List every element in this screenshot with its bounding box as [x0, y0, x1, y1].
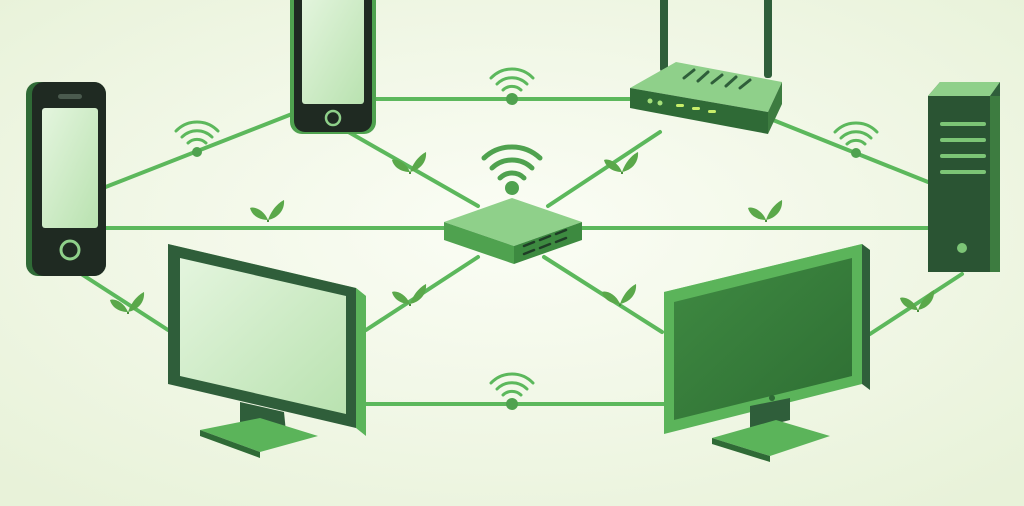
monitor-left-screen — [180, 258, 346, 414]
monitor-right — [664, 244, 870, 462]
router-top — [630, 62, 782, 112]
router-antenna-right — [764, 0, 772, 78]
monitor-right-side — [862, 244, 870, 390]
link-router-hub — [546, 130, 662, 208]
phone-left-home-button — [59, 239, 81, 261]
server-power-light — [957, 243, 967, 253]
monitor-right-power-dot — [769, 395, 775, 401]
server-slot — [940, 154, 986, 158]
server-top — [928, 82, 1000, 96]
hub-vents — [522, 228, 568, 256]
wifi-badge-icon — [833, 121, 879, 158]
router-led — [647, 98, 653, 104]
wifi-badge-icon — [489, 372, 535, 410]
router — [630, 0, 782, 134]
router-led — [676, 104, 684, 107]
server-slot — [940, 122, 986, 126]
link-server-monitor-right — [868, 272, 964, 336]
hub-right-face — [514, 222, 582, 264]
phone-left-screen — [42, 108, 98, 228]
wifi-badge-icon — [489, 67, 535, 105]
server-side — [990, 96, 1000, 272]
router-front — [630, 88, 768, 134]
monitor-right-screen — [674, 258, 852, 420]
link-phone-left-monitor-left — [70, 266, 170, 332]
server-tower — [928, 82, 1000, 272]
router-antenna-left — [660, 0, 668, 72]
server-slot — [940, 170, 986, 174]
hub-top — [444, 198, 582, 246]
router-side — [768, 82, 782, 134]
router-led — [692, 107, 700, 110]
wifi-badge-icon — [174, 120, 220, 157]
router-led — [708, 110, 716, 113]
wifi-hub — [444, 144, 582, 264]
router-led — [657, 100, 663, 106]
link-router-server — [766, 116, 930, 184]
phone-top-home-button — [324, 109, 342, 127]
hub-left-face — [444, 222, 514, 264]
server-slot — [940, 138, 986, 142]
link-phone-top-hub — [343, 128, 480, 208]
monitor-left — [168, 244, 366, 458]
monitor-left-stand-base — [200, 418, 318, 452]
wifi-signal-icon — [481, 144, 543, 195]
phone-left-speaker — [58, 94, 82, 99]
monitor-left-side — [356, 288, 366, 436]
router-vents — [682, 68, 752, 90]
smartphone-top — [290, 0, 376, 134]
smartphone-left — [26, 82, 106, 276]
monitor-right-stand-base — [712, 420, 830, 456]
phone-top-screen — [302, 0, 364, 104]
